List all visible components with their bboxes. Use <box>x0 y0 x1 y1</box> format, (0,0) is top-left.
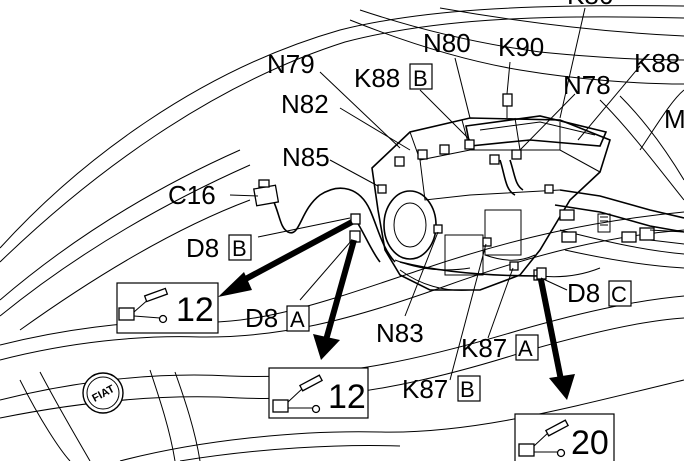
label-d8c: D8 <box>567 278 600 308</box>
leader-lines <box>229 7 641 381</box>
label-k87a: K87 <box>461 333 507 363</box>
label-k88b: K88 <box>354 63 400 93</box>
callout-center-number: 12 <box>328 378 366 416</box>
callout-box-left: 12 <box>116 282 219 334</box>
dashboard-assembly <box>554 189 684 269</box>
label-d8b: D8 <box>186 233 219 263</box>
label-d8a: D8 <box>245 303 278 333</box>
label-c16: C16 <box>168 180 216 210</box>
connector-d8c <box>536 267 547 280</box>
label-k87b-suffix: B <box>460 377 475 402</box>
callout-arrows <box>218 219 575 400</box>
label-n79: N79 <box>267 49 315 79</box>
callout-right-number: 20 <box>571 424 609 461</box>
component-labels: K86 N80 K90 N79 K88 B K88 N78 N82 M N85 … <box>168 0 684 404</box>
label-d8a-box <box>286 305 310 332</box>
label-k87b: K87 <box>402 374 448 404</box>
label-d8b-box <box>228 234 252 261</box>
component-c16 <box>253 179 280 207</box>
label-d8a-suffix: A <box>290 307 305 332</box>
label-d8b-suffix: B <box>232 236 247 261</box>
label-k88-right: K88 <box>634 48 680 78</box>
callout-left-number: 12 <box>176 291 214 329</box>
label-k87a-box <box>515 334 539 361</box>
label-n83: N83 <box>376 318 424 348</box>
label-d8c-box <box>608 280 632 307</box>
heater-unit <box>371 93 611 291</box>
label-d8c-suffix: C <box>611 282 627 307</box>
label-k87a-suffix: A <box>518 336 533 361</box>
fiat-logo: FIAT <box>82 372 124 414</box>
label-m-right: M <box>664 104 684 134</box>
label-k88b-suffix: B <box>413 66 428 91</box>
label-n80: N80 <box>423 28 471 58</box>
label-n82: N82 <box>281 89 329 119</box>
connector-d8b <box>350 213 361 225</box>
label-n78: N78 <box>563 70 611 100</box>
callout-box-center: 12 <box>268 367 369 419</box>
label-k88b-box <box>409 63 433 90</box>
callout-box-right: 20 <box>514 413 615 461</box>
label-k86: K86 <box>567 0 613 10</box>
label-k90: K90 <box>498 32 544 62</box>
wiring-harness <box>272 187 601 278</box>
label-k87b-box <box>457 375 481 402</box>
label-n85: N85 <box>282 142 330 172</box>
